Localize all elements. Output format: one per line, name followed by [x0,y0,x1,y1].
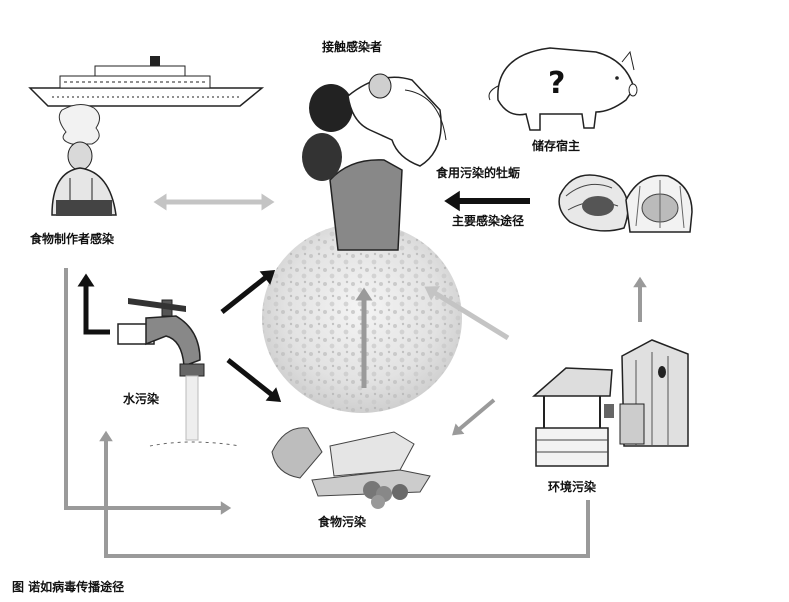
label-food-handler: 食物制作者感染 [30,232,115,246]
chef-icon [51,104,117,216]
label-food-pollution: 食物污染 [318,515,367,529]
arrow-handler-family-left [153,193,214,211]
figure-caption: 图 诺如病毒传播途径 [12,580,125,594]
arrow-env-to-water [99,430,590,558]
label-environment-pollution: 环境污染 [548,480,597,494]
arrow-env-to-cloud [424,286,510,341]
cruise-ship-icon [28,56,265,107]
arrow-oyster-to-family [444,190,530,212]
label-main-route: 主要感染途径 [452,214,525,228]
label-water-pollution: 水污染 [123,392,160,406]
label-contaminated-oysters: 食用污染的牡蛎 [436,166,521,180]
arrows-layer [64,190,647,558]
arrow-handler-family-right [214,193,275,211]
arrow-env-to-oyster [633,276,647,322]
food-pile-icon [271,427,431,509]
arrow-handler-to-food [64,268,232,515]
oyster-icon [558,174,629,232]
scallop-icon [625,174,693,233]
label-reservoir-host: 储存宿主 [532,139,581,153]
tap-icon [117,298,241,447]
pig-icon: ? [488,47,638,131]
arrow-env-to-food [452,398,496,436]
outhouse-icon [619,339,689,447]
family-hug-icon [302,73,447,251]
arrow-handler-to-water [77,273,110,335]
arrow-water-to-cloud [220,269,276,314]
well-icon [532,367,614,467]
arrow-water-to-food [226,358,282,403]
label-contact-infected: 接触感染者 [322,40,383,54]
question-mark: ? [548,66,565,101]
arrow-food-to-cloud [355,287,373,388]
